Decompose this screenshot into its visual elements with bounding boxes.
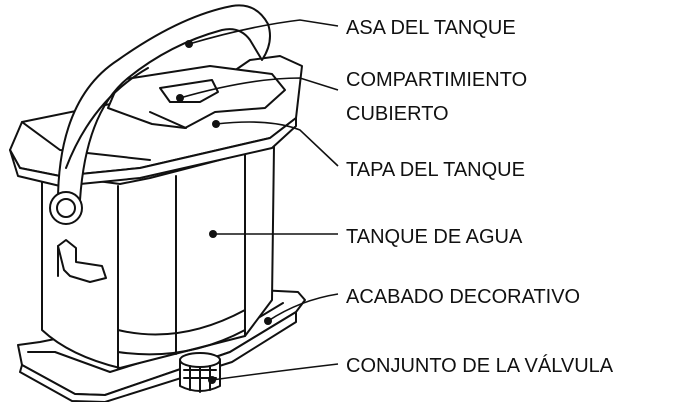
tank-pointer-dot bbox=[209, 230, 217, 238]
label-tank-handle: ASA DEL TANQUE bbox=[346, 17, 516, 39]
finish-pointer-dot bbox=[264, 317, 272, 325]
compartment-pointer-dot bbox=[176, 94, 184, 102]
label-covered-compartment-line1: COMPARTIMIENTO bbox=[346, 69, 527, 91]
label-covered-compartment-line2: CUBIERTO bbox=[346, 103, 449, 125]
leader-lines bbox=[179, 19, 339, 381]
tank-handle bbox=[49, 4, 271, 225]
valve-assembly bbox=[179, 352, 221, 393]
valve-pointer-dot bbox=[208, 376, 216, 384]
water-tank-body bbox=[41, 145, 275, 369]
handle-pointer-dot bbox=[185, 40, 193, 48]
label-tank-lid: TAPA DEL TANQUE bbox=[346, 159, 525, 181]
label-water-tank: TANQUE DE AGUA bbox=[346, 226, 523, 248]
leader-dots bbox=[176, 40, 272, 384]
label-valve-assembly: CONJUNTO DE LA VÁLVULA bbox=[346, 354, 614, 377]
covered-compartment bbox=[107, 65, 286, 129]
label-decorative-finish: ACABADO DECORATIVO bbox=[346, 286, 580, 308]
lid-pointer-dot bbox=[212, 120, 220, 128]
